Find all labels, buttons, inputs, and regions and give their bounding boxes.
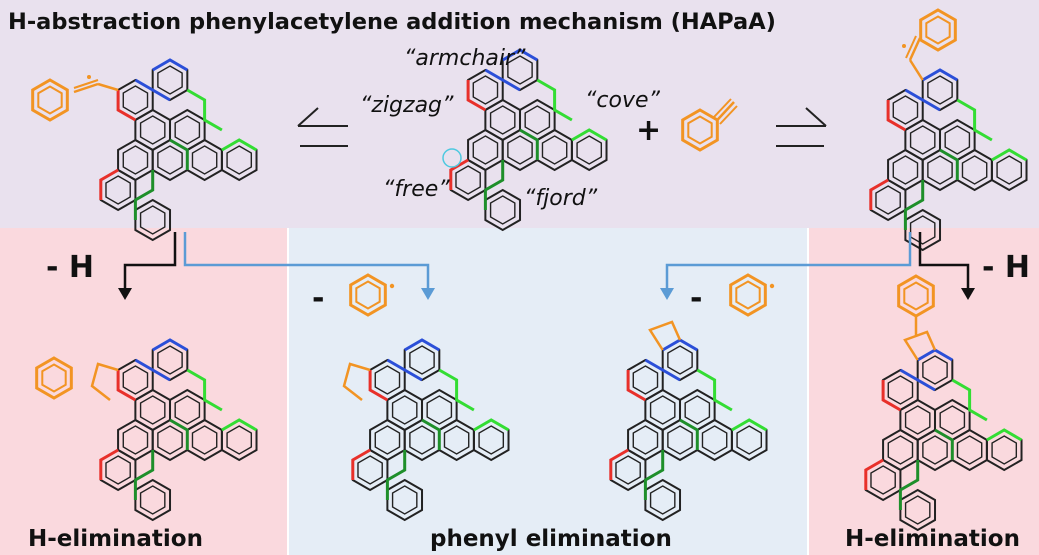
product-h-elimination-right [866,274,1022,530]
site-label-fjord: “fjord” [524,186,598,211]
left-panel [0,228,288,555]
adduct-right [871,8,1027,250]
phenyl-radical-left [349,273,395,317]
arrow-left-h-elimination [118,232,177,300]
adduct-left [31,60,257,240]
plus-sign: + [636,113,661,148]
phenylacetylene [681,98,738,152]
minus-phenyl-left: - [312,281,324,316]
product-h-elimination-left [35,340,257,520]
caption-h-elimination-left: H-elimination [28,526,203,552]
site-label-armchair: “armchair” [404,46,526,71]
diagram-title: H-abstraction phenylacetylene addition m… [8,9,776,35]
minus-h-left: - H [46,250,94,285]
arrow-left-pathway [297,107,348,147]
phenyl-radical-right [729,273,775,317]
arrow-right-h-elimination [918,232,975,300]
arrow-right-pathway [776,107,827,147]
minus-h-right: - H [982,250,1030,285]
reactant-pah [442,50,607,230]
radical-site-marker [442,148,462,168]
product-phenyl-elimination-right [611,320,767,520]
arrow-left-phenyl-elimination [183,232,435,300]
caption-phenyl-elimination: phenyl elimination [430,526,672,552]
site-label-cove: “cove” [585,88,661,113]
site-label-free: “free” [383,177,450,202]
right-panel [808,228,1039,555]
arrow-right-phenyl-elimination [660,232,912,300]
minus-phenyl-right: - [690,281,702,316]
site-label-zigzag: “zigzag” [360,93,454,118]
product-phenyl-elimination-left [342,340,509,520]
caption-h-elimination-right: H-elimination [845,526,1020,552]
